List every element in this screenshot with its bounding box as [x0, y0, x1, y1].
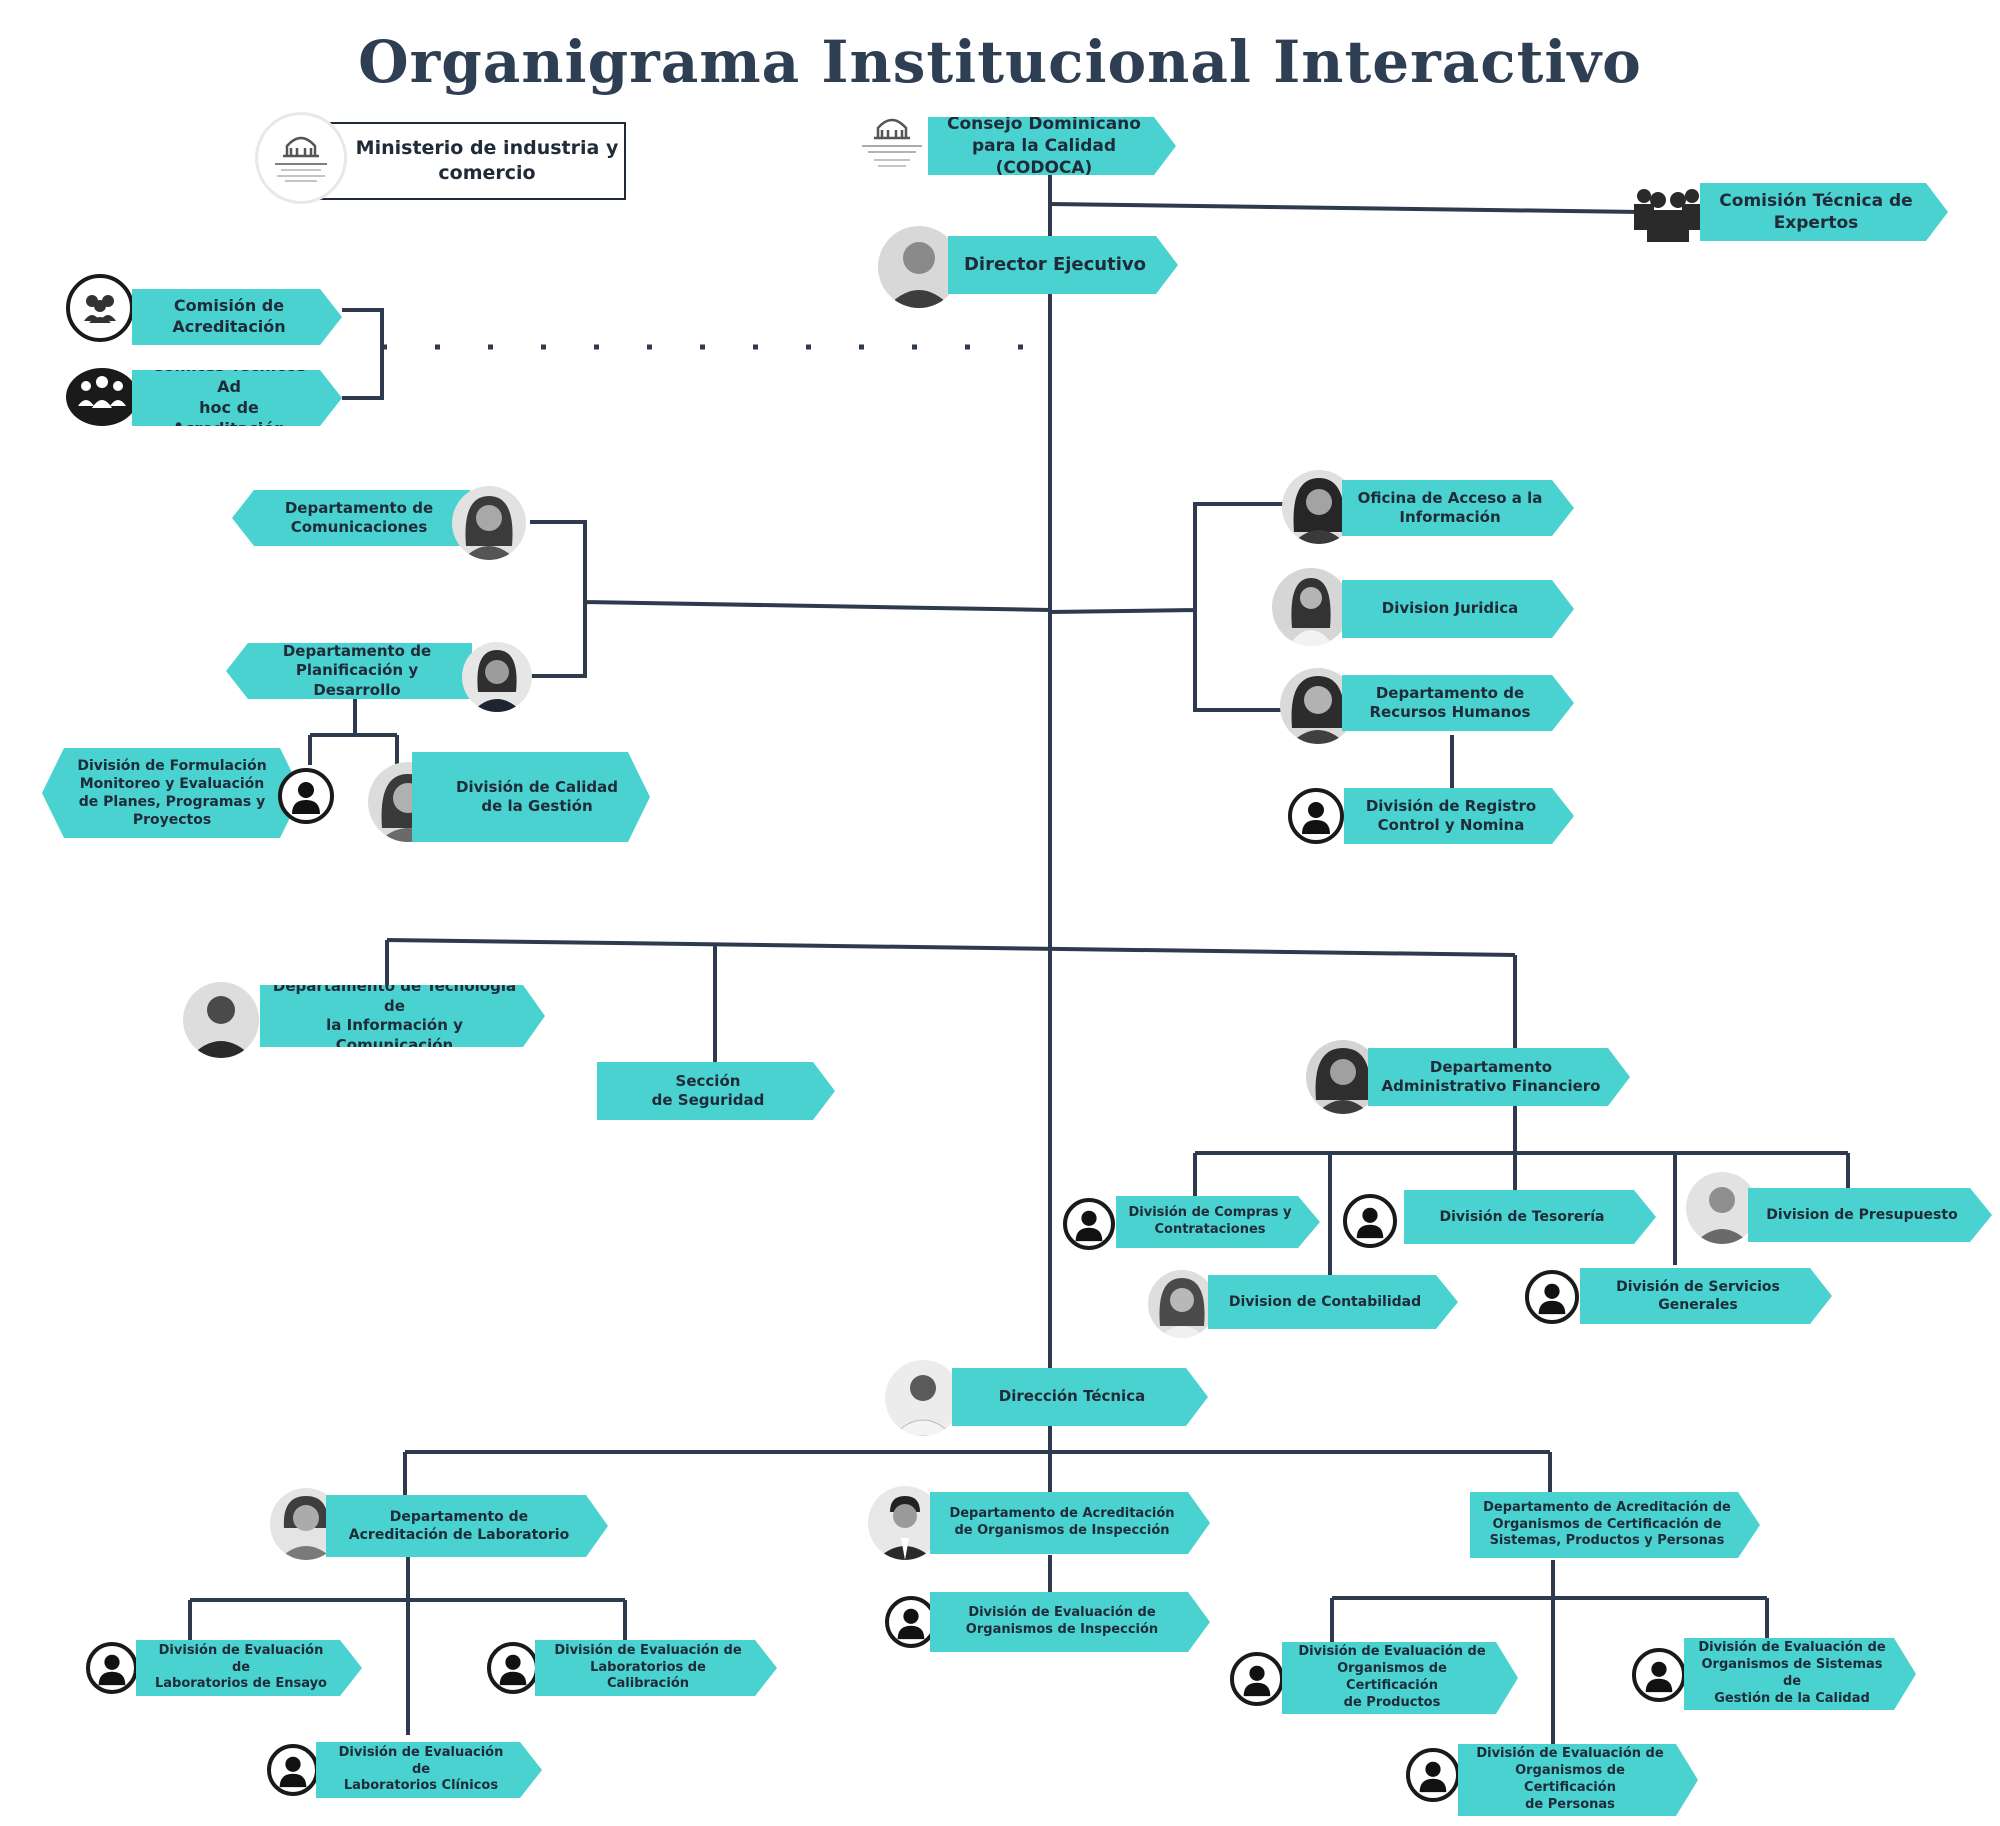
codoca-logo [852, 105, 932, 177]
direccion-tecnica-photo [885, 1360, 961, 1436]
calidad-gestion-box[interactable]: División de Calidad de la Gestión [412, 752, 650, 842]
cert-personas-box[interactable]: División de Evaluación de Organismos de … [1458, 1744, 1698, 1816]
direccion-tecnica-box[interactable]: Dirección Técnica [952, 1368, 1208, 1426]
tesoreria-box[interactable]: División de Tesorería [1404, 1190, 1656, 1244]
contabilidad-photo [1148, 1270, 1216, 1338]
seguridad-box[interactable]: Sección de Seguridad [597, 1062, 835, 1120]
financiero-box[interactable]: Departamento Administrativo Financiero [1368, 1048, 1630, 1106]
director-box[interactable]: Director Ejecutivo [948, 236, 1178, 294]
user-placeholder-icon [86, 1642, 138, 1694]
acceso-info-box[interactable]: Oficina de Acceso a la Información [1342, 480, 1574, 536]
ministry-box[interactable]: Ministerio de industria y comercio [318, 122, 626, 200]
user-placeholder-icon [267, 1744, 319, 1796]
people-group-icon [1628, 182, 1708, 248]
presupuesto-photo [1686, 1172, 1758, 1244]
ministry-logo [255, 112, 347, 204]
cert-productos-box[interactable]: División de Evaluación de Organismos de … [1282, 1642, 1518, 1714]
user-placeholder-icon [278, 768, 334, 824]
juridica-photo [1272, 568, 1350, 646]
comision-tecnica-box[interactable]: Comisión Técnica de Expertos [1700, 183, 1948, 241]
comites-icon [64, 366, 140, 428]
director-photo [878, 226, 960, 308]
user-placeholder-icon [1230, 1652, 1284, 1706]
eval-insp-box[interactable]: División de Evaluación de Organismos de … [930, 1592, 1210, 1652]
comision-acreditacion-box[interactable]: Comisión de Acreditación [132, 289, 342, 345]
user-placeholder-icon [1406, 1748, 1460, 1802]
financiero-photo [1306, 1040, 1380, 1114]
dept-insp-box[interactable]: Departamento de Acreditación de Organism… [930, 1492, 1210, 1554]
codoca-box[interactable]: Consejo Dominicano para la Calidad (CODO… [928, 117, 1176, 175]
planificacion-photo [462, 642, 532, 712]
user-placeholder-icon [1525, 1270, 1579, 1324]
rrhh-box[interactable]: Departamento de Recursos Humanos [1342, 675, 1574, 731]
dept-insp-photo [868, 1486, 942, 1560]
lab-clinicos-box[interactable]: División de Evaluación de Laboratorios C… [316, 1742, 542, 1798]
planificacion-box[interactable]: Departamento de Planificación y Desarrol… [226, 643, 472, 699]
formulacion-box[interactable]: División de Formulación Monitoreo y Eval… [42, 748, 302, 838]
servicios-box[interactable]: División de Servicios Generales [1580, 1268, 1832, 1324]
comunicaciones-photo [452, 486, 526, 560]
dept-cert-box[interactable]: Departamento de Acreditación de Organism… [1470, 1492, 1760, 1558]
comites-box[interactable]: Comités Técnicos Ad hoc de Acreditación [132, 370, 342, 426]
comision-acreditacion-icon [66, 274, 134, 342]
comunicaciones-box[interactable]: Departamento de Comunicaciones [232, 490, 470, 546]
user-placeholder-icon [1632, 1648, 1686, 1702]
compras-box[interactable]: División de Compras y Contrataciones [1116, 1196, 1320, 1248]
user-placeholder-icon [1343, 1194, 1397, 1248]
user-placeholder-icon [1288, 788, 1344, 844]
dept-lab-box[interactable]: Departamento de Acreditación de Laborato… [326, 1495, 608, 1557]
user-placeholder-icon [487, 1642, 539, 1694]
lab-calibracion-box[interactable]: División de Evaluación de Laboratorios d… [535, 1640, 777, 1696]
registro-box[interactable]: División de Registro Control y Nomina [1344, 788, 1574, 844]
page-title: Organigrama Institucional Interactivo [358, 28, 1642, 96]
tic-photo [183, 982, 259, 1058]
juridica-box[interactable]: Division Juridica [1342, 580, 1574, 638]
presupuesto-box[interactable]: Division de Presupuesto [1748, 1188, 1992, 1242]
tic-box[interactable]: Departamento de Tecnología de la Informa… [260, 985, 545, 1047]
lab-ensayo-box[interactable]: División de Evaluación de Laboratorios d… [136, 1640, 362, 1696]
contabilidad-box[interactable]: Division de Contabilidad [1208, 1275, 1458, 1329]
user-placeholder-icon [885, 1596, 937, 1648]
cert-sistemas-box[interactable]: División de Evaluación de Organismos de … [1684, 1638, 1916, 1710]
user-placeholder-icon [1063, 1198, 1115, 1250]
